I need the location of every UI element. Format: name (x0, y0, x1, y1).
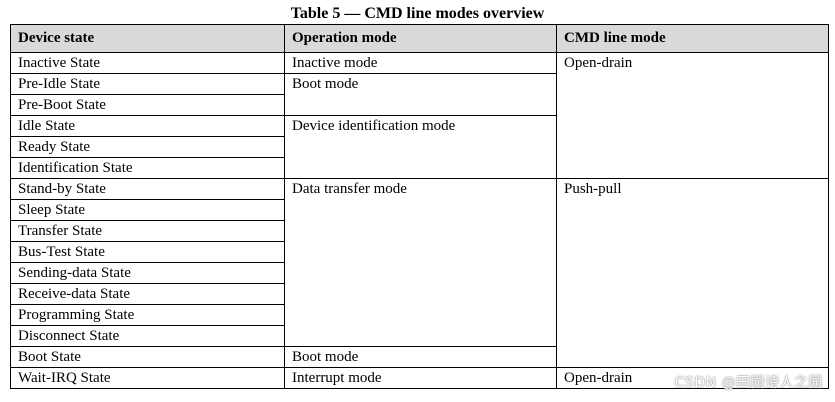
table-row: Boot State Boot mode (10, 346, 829, 368)
table-row: Sending-data State (10, 262, 829, 284)
device-state-cell: Bus-Test State (10, 241, 285, 263)
table-row: Inactive State Inactive mode Open-drain (10, 52, 829, 179)
cmd-line-mode-cell: Open-drain (556, 52, 829, 179)
device-state-cell: Boot State (10, 346, 285, 368)
device-state-cell: Pre-Idle State (10, 73, 285, 95)
operation-mode-cell: Device identification mode (284, 115, 557, 179)
header-device-state: Device state (10, 24, 285, 53)
operation-mode-cell: Inactive mode (284, 52, 557, 74)
table-row: Bus-Test State (10, 241, 829, 263)
table-row: Receive-data State (10, 283, 829, 305)
header-cmd-line-mode: CMD line mode (556, 24, 829, 53)
device-state-cell: Ready State (10, 136, 285, 158)
table-caption: Table 5 — CMD line modes overview (290, 5, 545, 22)
table-row: Stand-by State Data transfer mode Push-p… (10, 178, 829, 368)
table-header-row: Device state Operation mode CMD line mod… (10, 24, 829, 53)
operation-mode-cell: Boot mode (284, 346, 557, 368)
device-state-cell: Pre-Boot State (10, 94, 285, 116)
device-state-cell: Programming State (10, 304, 285, 326)
table-row: Idle State Device identification mode (10, 115, 829, 179)
device-state-cell: Stand-by State (10, 178, 285, 200)
operation-mode-cell: Data transfer mode (284, 178, 557, 347)
cmd-line-mode-cell: Push-pull (556, 178, 829, 368)
device-state-cell: Transfer State (10, 220, 285, 242)
operation-mode-cell: Boot mode (284, 73, 557, 116)
device-state-cell: Sleep State (10, 199, 285, 221)
device-state-cell: Receive-data State (10, 283, 285, 305)
cmd-line-modes-table: Device state Operation mode CMD line mod… (10, 24, 829, 389)
device-state-cell: Disconnect State (10, 325, 285, 347)
device-state-cell: Wait-IRQ State (10, 367, 285, 389)
header-operation-mode: Operation mode (284, 24, 557, 53)
watermark: CSDN @田园诗人之园 (674, 375, 823, 391)
table-row: Identification State (10, 157, 829, 179)
operation-mode-cell: Interrupt mode (284, 367, 557, 389)
device-state-cell: Idle State (10, 115, 285, 137)
device-state-cell: Sending-data State (10, 262, 285, 284)
cmd-line-mode-cell: Open-drain (556, 367, 829, 389)
table-row: Sleep State (10, 199, 829, 221)
table-row: Wait-IRQ State Interrupt mode Open-drain (10, 367, 829, 389)
device-state-cell: Identification State (10, 157, 285, 179)
device-state-cell: Inactive State (10, 52, 285, 74)
